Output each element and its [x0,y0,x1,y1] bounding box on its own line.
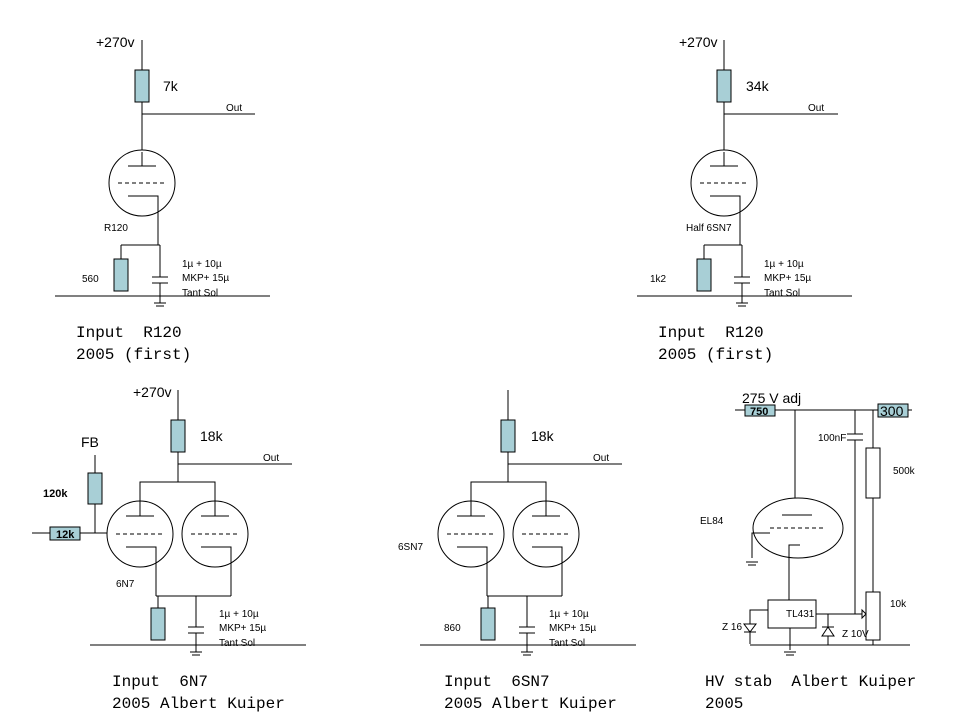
tube-label: EL84 [700,516,724,527]
out-label: Out [593,453,609,464]
caption-line-2: 2005 Albert Kuiper [112,695,285,713]
circuit-1: +270v 7k Out R120 560 1µ + 10µ MKP+ 15µ … [55,34,270,364]
cathode-resistor-label: 1k2 [650,274,667,285]
cap-label-1: 1µ + 10µ [764,259,804,270]
anode-resistor-label: 18k [200,428,224,444]
regulator-label: TL431 [786,609,815,620]
resistor-500k [865,447,881,499]
cap-label-1: 1µ + 10µ [549,609,589,620]
input-resistor [744,404,776,417]
cathode-resistor [113,258,129,292]
cap-label-2: MKP+ 15µ [764,273,811,284]
caption-line-2: 2005 (first) [658,346,773,364]
zener-1 [743,623,757,633]
circuit-5: 275 V adj 750 300 EL84 TL431 Z 16 100nF [700,390,916,713]
caption-line-1: Input 6SN7 [444,673,550,691]
anode-resistor [716,69,732,103]
tl431-regulator [767,599,817,629]
cathode-resistor [150,607,166,641]
cap-label-3: Tant Sol [182,288,218,299]
anode-resistor-label: 7k [163,78,179,94]
grid-resistor-label: 12k [56,529,75,541]
anode-resistor [500,419,516,453]
supply-label: +270v [679,34,718,50]
supply-label: 275 V adj [742,390,801,406]
caption-line-2: 2005 (first) [76,346,191,364]
circuit-4: 18k Out 6SN7 860 1µ + 10µ MKP+ 15µ Tant … [398,390,636,713]
zener-2-label: Z 10V [842,629,869,640]
anode-resistor-label: 34k [746,78,770,94]
cathode-left [126,546,157,578]
caption-line-2: 2005 [705,695,743,713]
output-voltage-box [877,403,909,418]
anode-resistor [170,419,186,453]
caption-line-1: Input R120 [658,324,764,342]
resistor-500k-label: 500k [893,466,916,477]
cap-label-3: Tant Sol [764,288,800,299]
cathode-resistor [696,258,712,292]
tube-label: Half 6SN7 [686,223,732,234]
feedback-resistor [87,472,103,505]
caption-line-2: 2005 Albert Kuiper [444,695,617,713]
out-label: Out [263,453,279,464]
tube-label: 6N7 [116,579,135,590]
cathode-right [201,546,232,562]
cap-label-2: MKP+ 15µ [219,623,266,634]
grid-resistor [49,526,81,541]
cathode-resistor-label: 560 [82,274,99,285]
cap-label-1: 1µ + 10µ [219,609,259,620]
cathode [128,195,159,228]
cap-label-2: MKP+ 15µ [549,623,596,634]
output-voltage-label: 300 [880,403,904,419]
anode-resistor [134,69,150,103]
caption-line-1: Input 6N7 [112,673,208,691]
caption-line-1: HV stab Albert Kuiper [705,673,916,691]
tube-label: 6SN7 [398,542,423,553]
zener-1-label: Z 16 [722,622,742,633]
pot-label: 10k [890,599,907,610]
cap-label-2: MKP+ 15µ [182,273,229,284]
caption-line-1: Input R120 [76,324,182,342]
circuit-2: +270v 34k Out Half 6SN7 1k2 1µ + 10µ MKP… [637,34,852,364]
out-label: Out [808,103,824,114]
supply-label: +270v [133,384,172,400]
cap-label-3: Tant Sol [549,638,585,649]
circuit-3: +270v 18k Out FB 120k 12k 6N7 [32,384,306,713]
input-resistor-label: 750 [750,406,768,418]
out-label: Out [226,103,242,114]
capacitor-label: 100nF [818,433,846,444]
cathode-resistor [480,607,496,641]
cathode-resistor-label: 860 [444,623,461,634]
cap-label-3: Tant Sol [219,638,255,649]
zener-2 [821,626,835,637]
cathode [710,195,741,228]
supply-label: +270v [96,34,135,50]
cap-label-1: 1µ + 10µ [182,259,222,270]
fb-label: FB [81,434,99,450]
tube-label: R120 [104,223,128,234]
fb-resistor-label: 120k [43,488,68,500]
anode-resistor-label: 18k [531,428,555,444]
